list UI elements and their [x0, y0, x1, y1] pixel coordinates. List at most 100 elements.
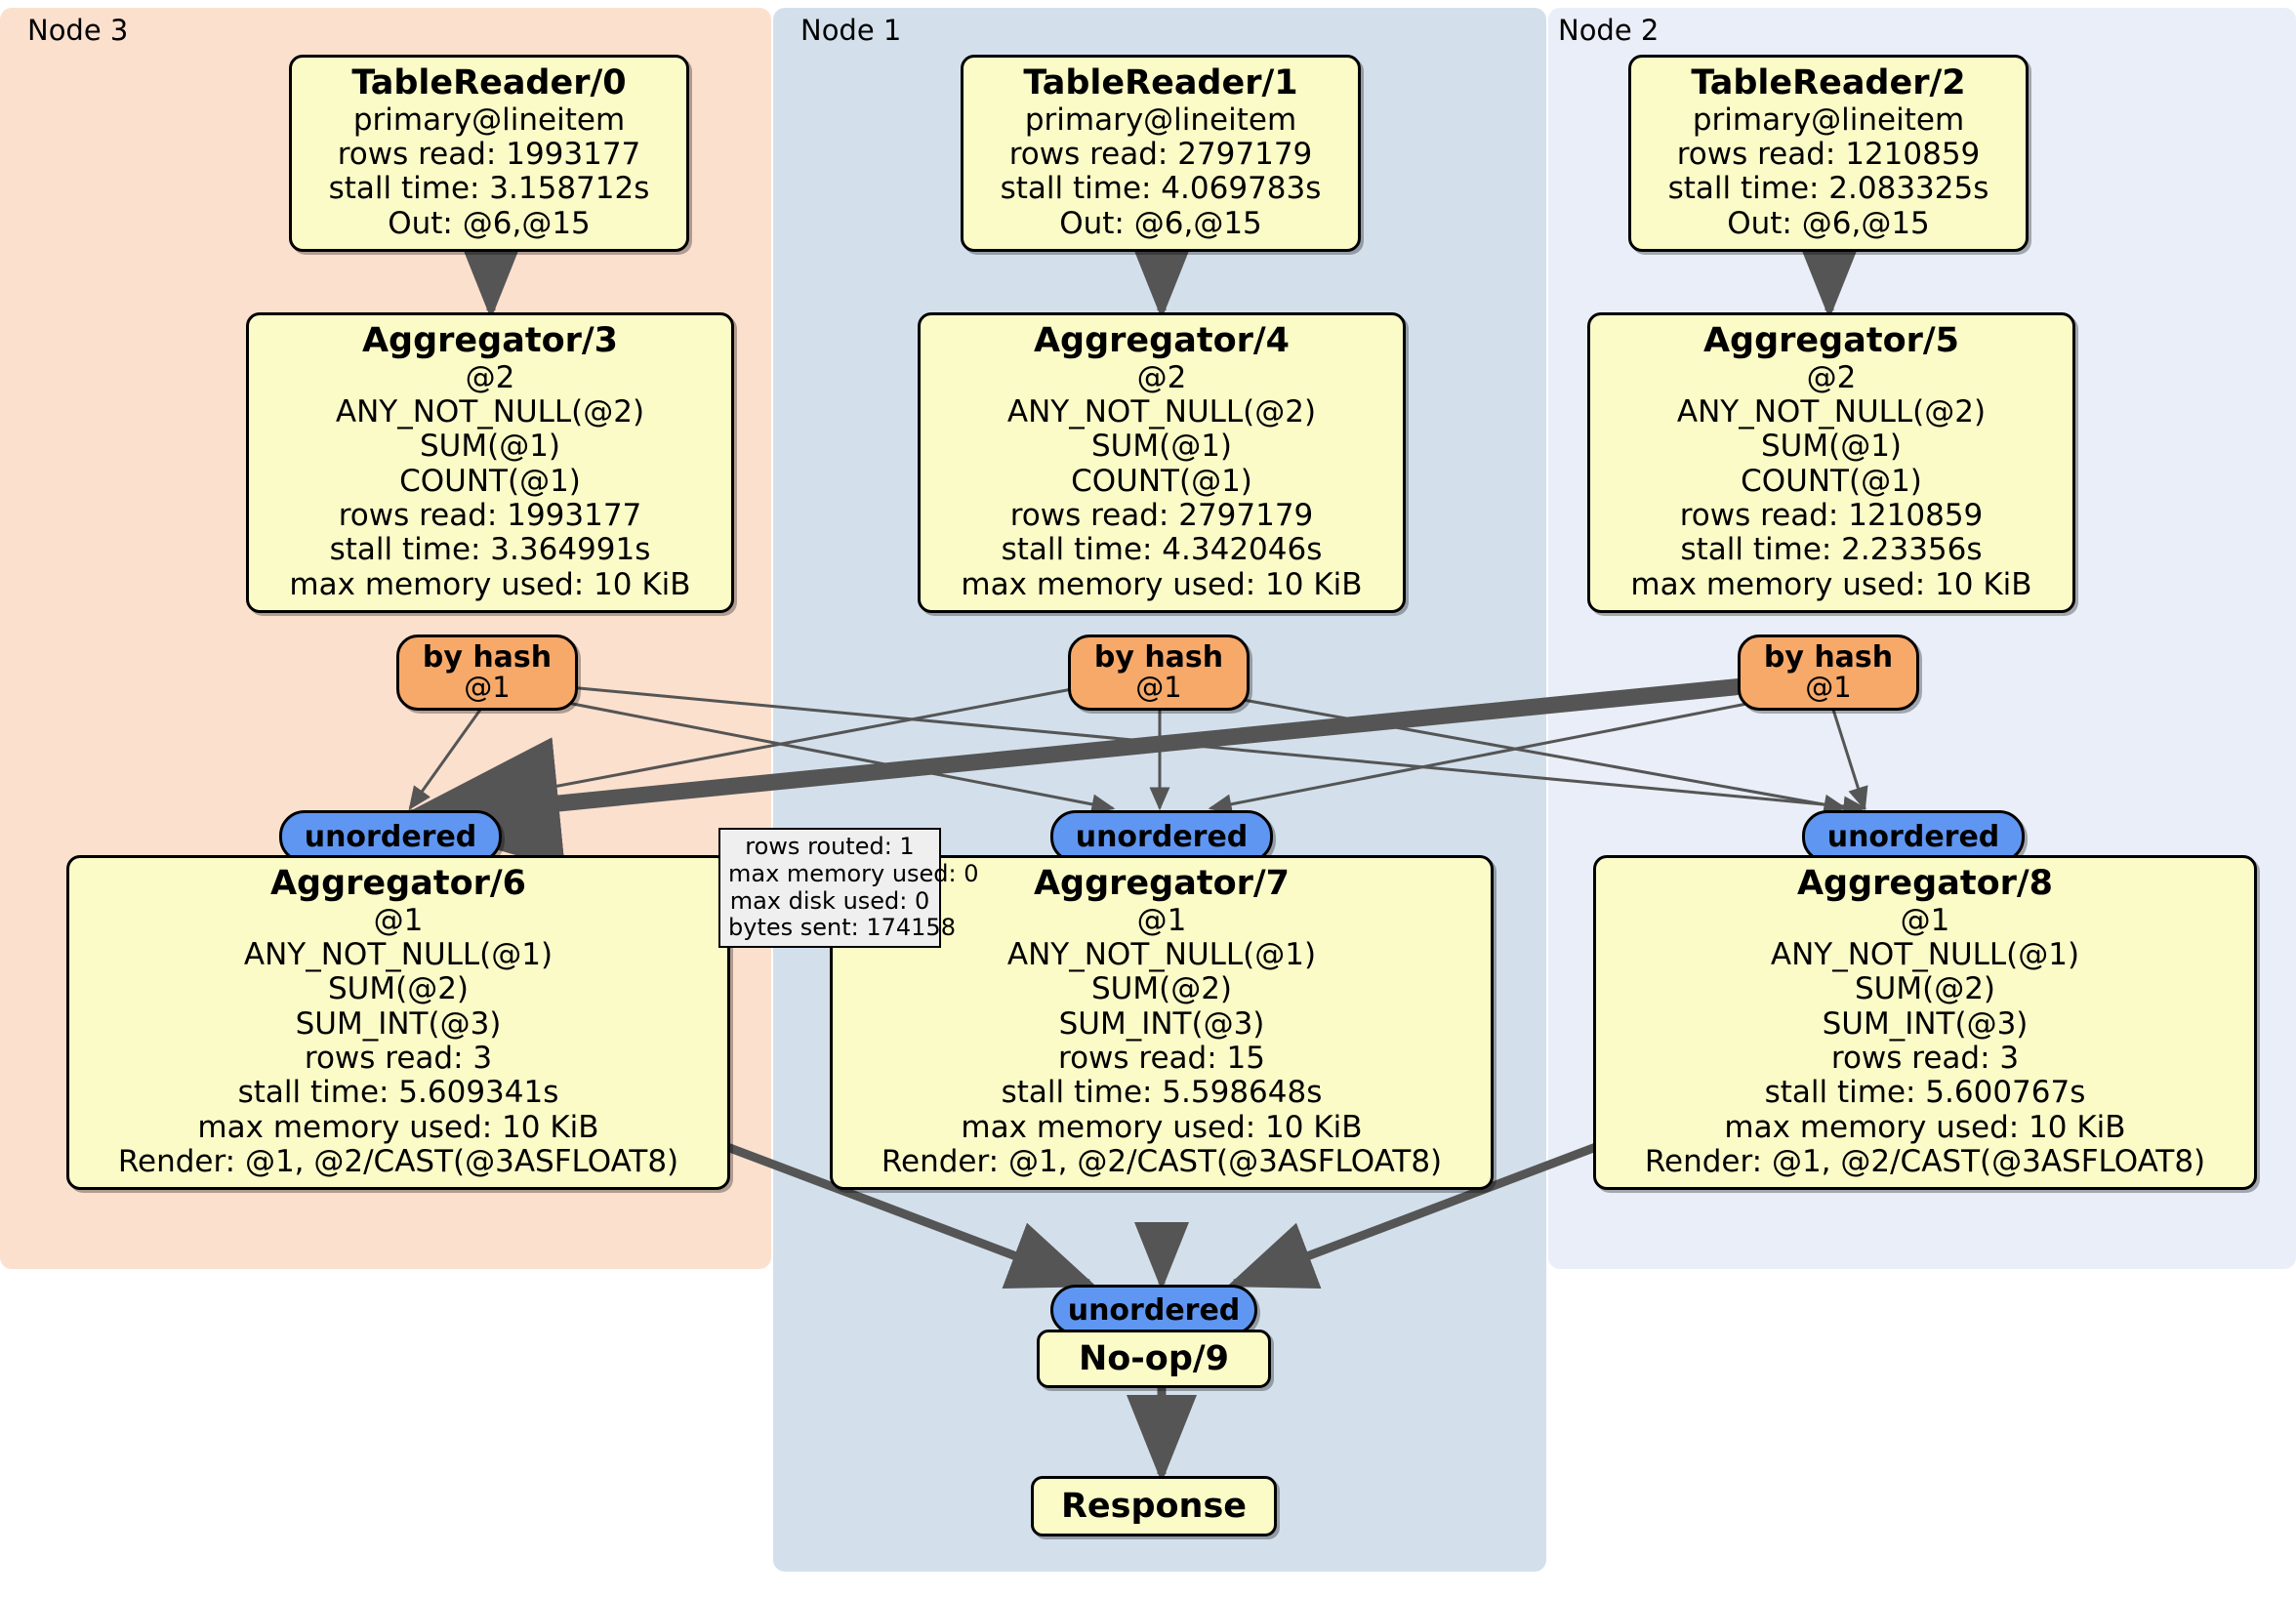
operator-agg-2: SUM(@1) [1760, 429, 1903, 465]
operator-source: primary@lineitem [1024, 102, 1297, 138]
operator-tablereader-0[interactable]: TableReader/0 primary@lineitem rows read… [289, 55, 689, 252]
operator-title: TableReader/0 [351, 63, 627, 102]
operator-title: No-op/9 [1078, 1339, 1230, 1378]
operator-aggregator-8[interactable]: Aggregator/8 @1 ANY_NOT_NULL(@1) SUM(@2)… [1593, 855, 2257, 1191]
operator-tablereader-2[interactable]: TableReader/2 primary@lineitem rows read… [1628, 55, 2029, 252]
operator-max-memory: max memory used: 10 KiB [961, 566, 1363, 602]
operator-agg-1: ANY_NOT_NULL(@2) [1006, 393, 1317, 430]
operator-group-col: @2 [1806, 359, 1857, 395]
operator-title: Aggregator/8 [1796, 864, 2054, 903]
operator-render: Render: @1, @2/CAST(@3ASFLOAT8) [1644, 1143, 2206, 1179]
operator-rows-read: rows read: 1210859 [1679, 497, 1984, 533]
operator-agg-1: ANY_NOT_NULL(@2) [1676, 393, 1987, 430]
synchronizer-label: unordered [1826, 819, 2000, 854]
operator-agg-2: SUM(@2) [1854, 971, 1996, 1007]
tooltip-bytes-sent: bytes sent: 174158 [728, 914, 956, 942]
operator-group-col: @2 [1136, 359, 1187, 395]
operator-source: primary@lineitem [1692, 102, 1965, 138]
operator-agg-2: SUM(@1) [1090, 429, 1233, 465]
operator-rows-read: rows read: 1993177 [338, 497, 642, 533]
operator-max-memory: max memory used: 10 KiB [197, 1109, 599, 1145]
operator-out: Out: @6,@15 [1727, 205, 1930, 241]
operator-stall-time: stall time: 3.158712s [328, 171, 650, 207]
router-label: by hash [422, 639, 553, 675]
operator-rows-read: rows read: 1210859 [1676, 136, 1981, 172]
operator-rows-read: rows read: 2797179 [1008, 136, 1313, 172]
operator-out: Out: @6,@15 [388, 205, 591, 241]
operator-agg-3: COUNT(@1) [1071, 463, 1252, 499]
operator-agg-1: ANY_NOT_NULL(@1) [243, 936, 554, 972]
operator-aggregator-5[interactable]: Aggregator/5 @2 ANY_NOT_NULL(@2) SUM(@1)… [1587, 312, 2075, 613]
router-column: @1 [1135, 671, 1182, 705]
synchronizer-label: unordered [1075, 819, 1249, 854]
operator-out: Out: @6,@15 [1059, 205, 1262, 241]
operator-stall-time: stall time: 4.069783s [1000, 171, 1322, 207]
operator-max-memory: max memory used: 10 KiB [961, 1109, 1363, 1145]
operator-stall-time: stall time: 4.342046s [1001, 532, 1323, 568]
operator-title: Aggregator/4 [1033, 321, 1291, 360]
tooltip-max-memory-used: max memory used: 0 [728, 859, 979, 887]
router-by-hash-node-2[interactable]: by hash @1 [1738, 635, 1919, 711]
operator-render: Render: @1, @2/CAST(@3ASFLOAT8) [117, 1143, 679, 1179]
operator-agg-3: SUM_INT(@3) [1058, 1005, 1265, 1042]
operator-title: Aggregator/3 [361, 321, 619, 360]
operator-agg-2: SUM(@2) [1090, 971, 1233, 1007]
tooltip-rows-routed: rows routed: 1 [745, 833, 915, 860]
router-column: @1 [464, 671, 511, 705]
operator-stall-time: stall time: 5.598648s [1001, 1075, 1323, 1111]
operator-source: primary@lineitem [352, 102, 626, 138]
operator-agg-1: ANY_NOT_NULL(@2) [335, 393, 645, 430]
operator-agg-2: SUM(@1) [419, 429, 561, 465]
synchronizer-unordered-node-1[interactable]: unordered [1050, 810, 1273, 863]
operator-stall-time: stall time: 5.600767s [1764, 1075, 2086, 1111]
operator-aggregator-4[interactable]: Aggregator/4 @2 ANY_NOT_NULL(@2) SUM(@1)… [918, 312, 1406, 613]
operator-rows-read: rows read: 3 [1830, 1040, 2020, 1076]
operator-stall-time: stall time: 2.083325s [1667, 171, 1989, 207]
operator-rows-read: rows read: 3 [304, 1040, 493, 1076]
operator-agg-3: COUNT(@1) [399, 463, 581, 499]
router-by-hash-node-1[interactable]: by hash @1 [1068, 635, 1250, 711]
router-by-hash-node-3[interactable]: by hash @1 [396, 635, 578, 711]
router-column: @1 [1805, 671, 1852, 705]
operator-max-memory: max memory used: 10 KiB [1630, 566, 2032, 602]
operator-title: TableReader/1 [1023, 63, 1298, 102]
cluster-label-node-3: Node 3 [27, 14, 129, 47]
operator-stall-time: stall time: 5.609341s [237, 1075, 559, 1111]
operator-stall-time: stall time: 2.23356s [1680, 532, 1983, 568]
operator-group-col: @1 [1900, 902, 1950, 938]
operator-agg-3: COUNT(@1) [1741, 463, 1922, 499]
operator-tablereader-1[interactable]: TableReader/1 primary@lineitem rows read… [961, 55, 1361, 252]
operator-agg-1: ANY_NOT_NULL(@1) [1006, 936, 1317, 972]
cluster-label-node-2: Node 2 [1558, 14, 1660, 47]
cluster-label-node-1: Node 1 [800, 14, 902, 47]
operator-group-col: @1 [373, 902, 424, 938]
edge-stats-tooltip: rows routed: 1 max memory used: 0 max di… [718, 828, 979, 949]
operator-aggregator-7[interactable]: Aggregator/7 @1 ANY_NOT_NULL(@1) SUM(@2)… [830, 855, 1494, 1191]
synchronizer-unordered-final[interactable]: unordered [1050, 1285, 1257, 1335]
operator-agg-3: SUM_INT(@3) [295, 1005, 502, 1042]
synchronizer-label: unordered [1067, 1292, 1241, 1328]
operator-noop-9[interactable]: No-op/9 [1037, 1330, 1271, 1388]
operator-aggregator-6[interactable]: Aggregator/6 @1 ANY_NOT_NULL(@1) SUM(@2)… [66, 855, 730, 1191]
operator-max-memory: max memory used: 10 KiB [1724, 1109, 2126, 1145]
operator-title: Aggregator/6 [269, 864, 527, 903]
operator-title: Aggregator/7 [1033, 864, 1291, 903]
operator-render: Render: @1, @2/CAST(@3ASFLOAT8) [881, 1143, 1443, 1179]
synchronizer-unordered-node-2[interactable]: unordered [1802, 810, 2025, 863]
synchronizer-label: unordered [304, 819, 477, 854]
operator-rows-read: rows read: 2797179 [1009, 497, 1314, 533]
tooltip-max-disk-used: max disk used: 0 [729, 886, 930, 915]
operator-response[interactable]: Response [1031, 1476, 1277, 1536]
operator-aggregator-3[interactable]: Aggregator/3 @2 ANY_NOT_NULL(@2) SUM(@1)… [246, 312, 734, 613]
operator-title: Aggregator/5 [1702, 321, 1960, 360]
operator-agg-3: SUM_INT(@3) [1822, 1005, 2029, 1042]
operator-title: Response [1060, 1487, 1248, 1526]
router-label: by hash [1763, 639, 1894, 675]
operator-agg-2: SUM(@2) [327, 971, 470, 1007]
operator-title: TableReader/2 [1691, 63, 1966, 102]
operator-rows-read: rows read: 1993177 [337, 136, 641, 172]
operator-stall-time: stall time: 3.364991s [329, 532, 651, 568]
operator-rows-read: rows read: 15 [1058, 1040, 1265, 1076]
operator-group-col: @2 [465, 359, 515, 395]
